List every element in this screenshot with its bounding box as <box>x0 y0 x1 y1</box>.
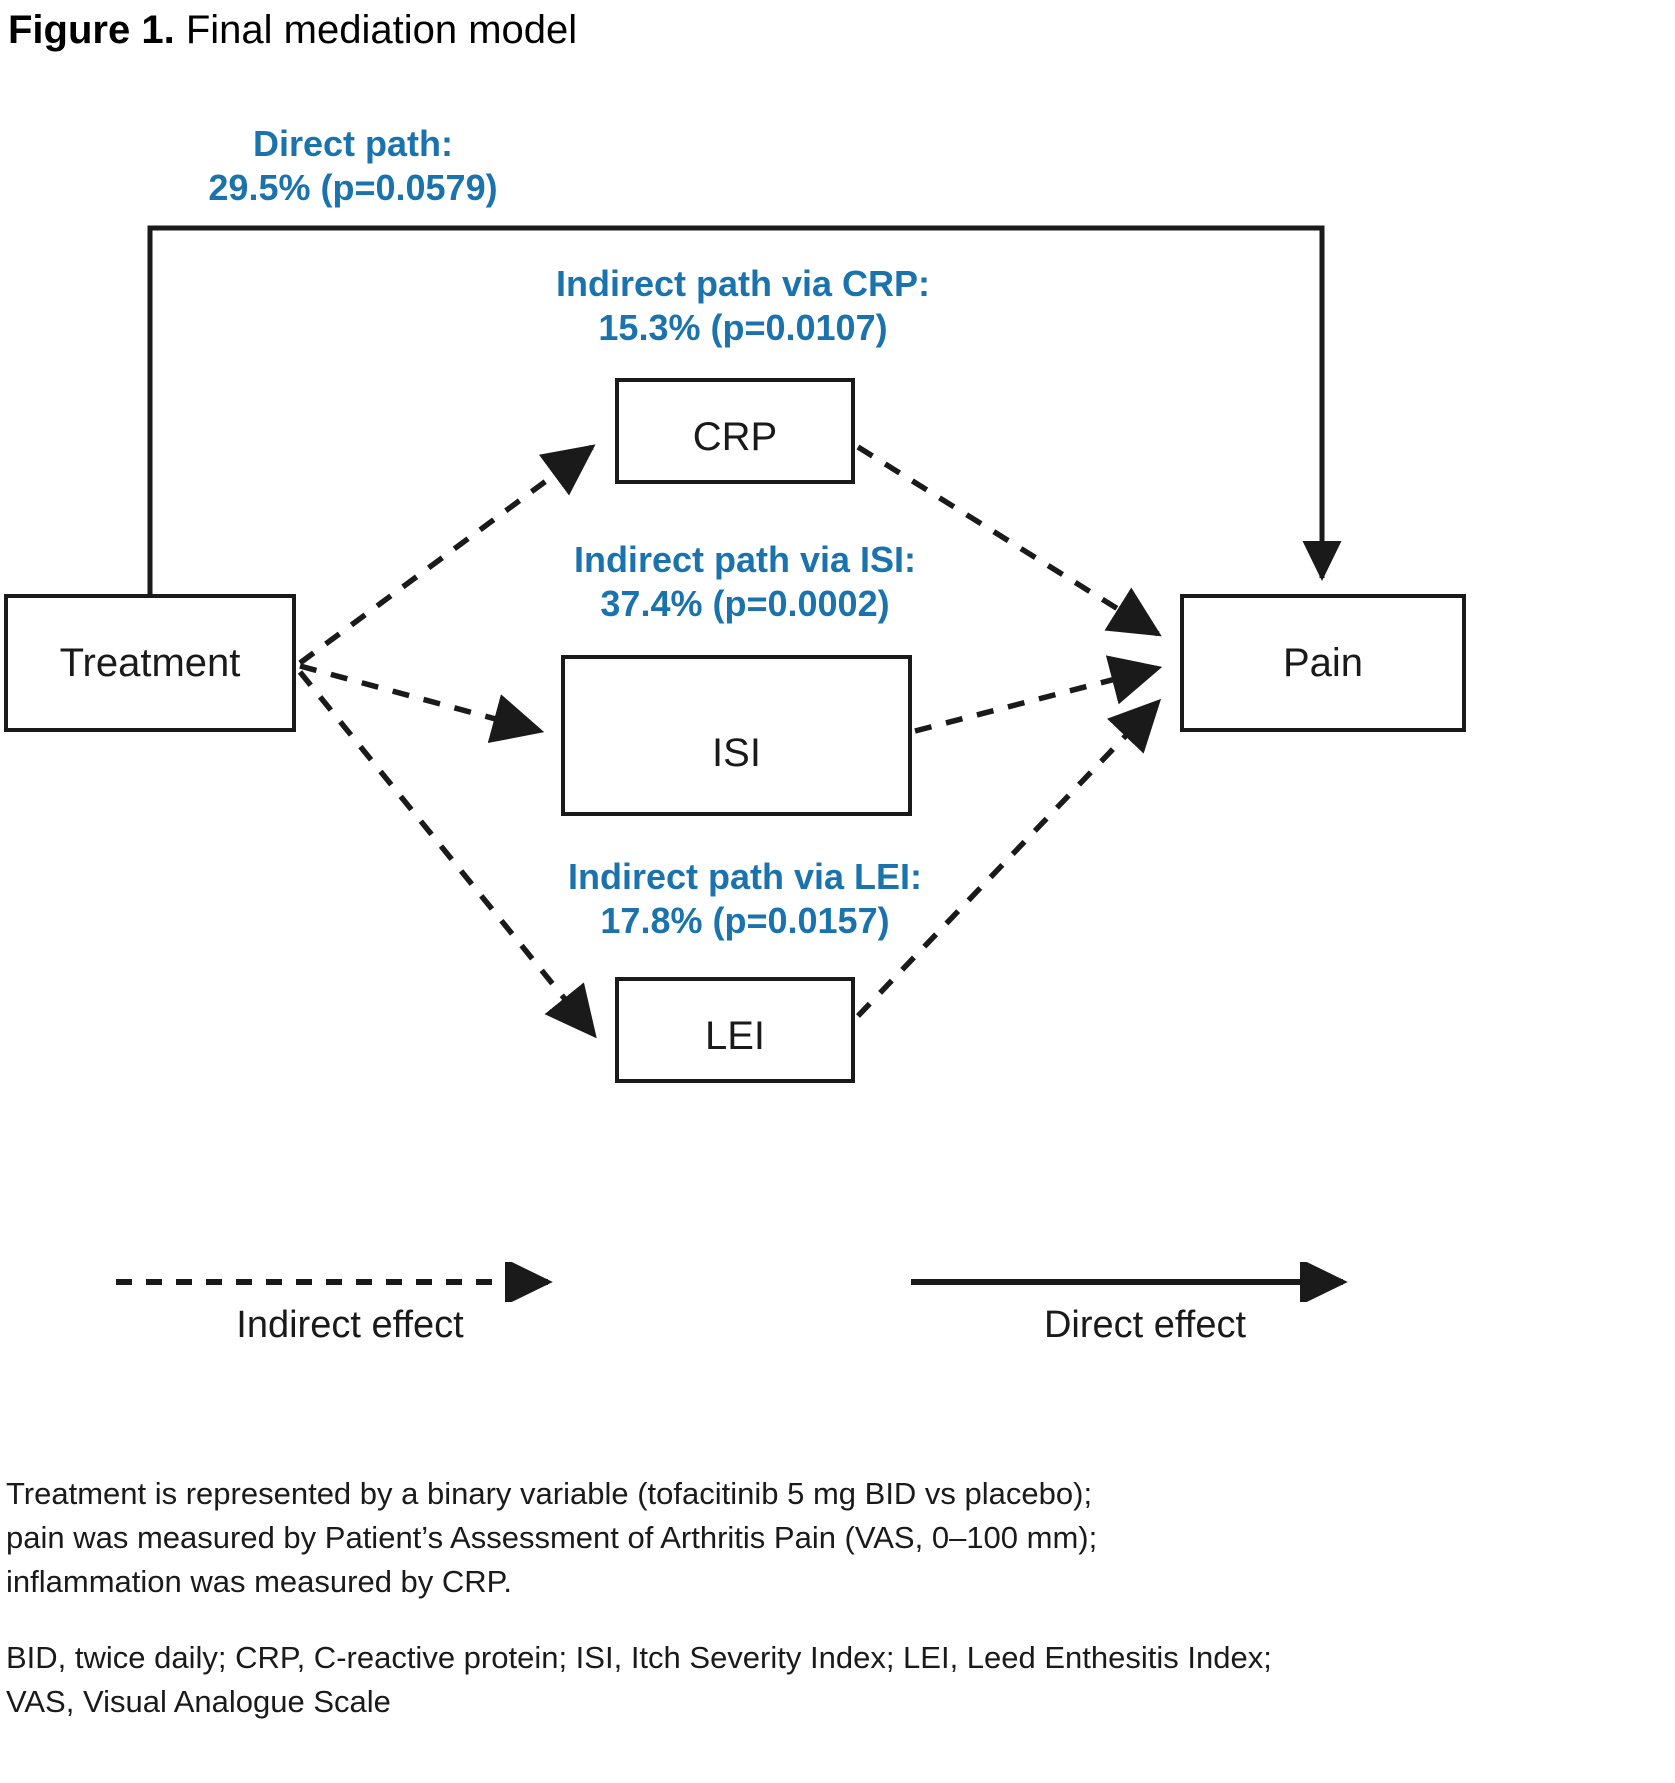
label-direct-path-value: 29.5% (p=0.0579) <box>208 167 498 208</box>
footnote-methods-line-3: inflammation was measured by CRP. <box>6 1564 512 1599</box>
label-indirect-path-crp-title: Indirect path via CRP: <box>555 263 931 304</box>
figure-title: Figure 1. Final mediation model <box>8 6 577 54</box>
node-lei[interactable]: LEI <box>615 977 855 1083</box>
node-treatment[interactable]: Treatment <box>4 594 296 732</box>
label-indirect-path-lei: Indirect path via LEI: 17.8% (p=0.0157) <box>520 855 970 943</box>
footnote-methods: Treatment is represented by a binary var… <box>6 1472 1666 1604</box>
figure-title-text: Final mediation model <box>185 8 578 52</box>
label-indirect-path-isi: Indirect path via ISI: 37.4% (p=0.0002) <box>520 538 970 626</box>
label-direct-path: Direct path: 29.5% (p=0.0579) <box>178 122 528 210</box>
node-pain[interactable]: Pain <box>1180 594 1466 732</box>
legend-direct-effect: Direct effect <box>905 1262 1385 1348</box>
edge-treatment-to-pain-direct <box>147 225 1342 594</box>
label-direct-path-title: Direct path: <box>252 123 454 164</box>
edge-isi-to-pain <box>914 655 1163 734</box>
edge-lei-to-pain <box>856 698 1162 1018</box>
node-crp-label: CRP <box>692 414 778 459</box>
label-indirect-path-crp: Indirect path via CRP: 15.3% (p=0.0107) <box>508 262 978 350</box>
node-treatment-label: Treatment <box>59 640 241 685</box>
node-lei-label: LEI <box>704 1013 766 1058</box>
label-indirect-path-isi-title: Indirect path via ISI: <box>573 539 917 580</box>
footnote-abbreviations: BID, twice daily; CRP, C-reactive protei… <box>6 1636 1666 1724</box>
footnote-methods-line-2: pain was measured by Patient’s Assessmen… <box>6 1520 1098 1555</box>
solid-arrow-icon <box>911 1262 1348 1302</box>
figure-number: Figure 1. <box>8 8 175 52</box>
edge-treatment-to-isi <box>299 663 545 744</box>
label-indirect-path-lei-title: Indirect path via LEI: <box>567 856 923 897</box>
edge-crp-to-pain <box>856 444 1162 637</box>
node-isi[interactable]: ISI <box>561 655 912 816</box>
label-indirect-path-isi-value: 37.4% (p=0.0002) <box>600 583 890 624</box>
footnote-abbreviations-line-1: BID, twice daily; CRP, C-reactive protei… <box>6 1640 1272 1675</box>
node-isi-label: ISI <box>712 731 761 775</box>
footnote-methods-line-1: Treatment is represented by a binary var… <box>6 1476 1093 1511</box>
legend-direct-effect-label: Direct effect <box>1043 1304 1247 1346</box>
label-indirect-path-lei-value: 17.8% (p=0.0157) <box>600 900 890 941</box>
node-crp[interactable]: CRP <box>615 378 855 484</box>
legend-indirect-effect: Indirect effect <box>110 1262 590 1348</box>
node-pain-label: Pain <box>1282 640 1364 685</box>
edge-treatment-to-crp <box>298 444 596 666</box>
dashed-arrow-icon <box>116 1262 553 1302</box>
legend-indirect-effect-label: Indirect effect <box>236 1304 464 1346</box>
footnote-abbreviations-line-2: VAS, Visual Analogue Scale <box>6 1684 391 1719</box>
edge-treatment-to-lei <box>297 670 597 1039</box>
label-indirect-path-crp-value: 15.3% (p=0.0107) <box>598 307 888 348</box>
